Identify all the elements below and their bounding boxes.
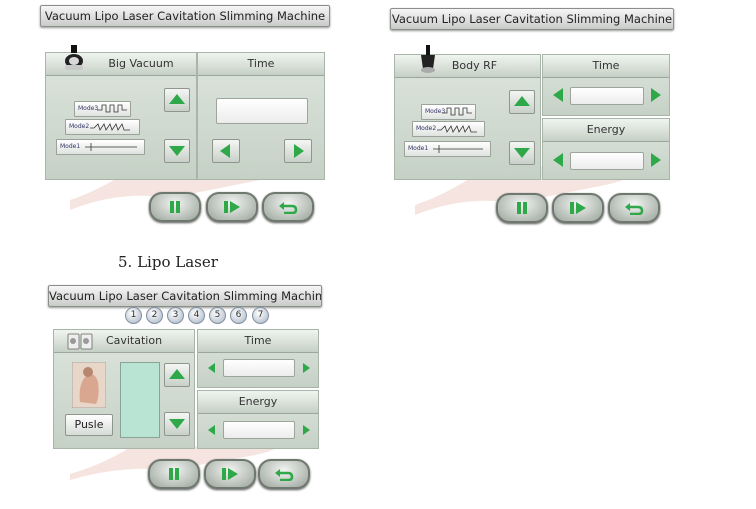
mode-header: Big Vacuum	[46, 45, 196, 76]
up-button[interactable]	[164, 363, 190, 387]
time-display	[216, 98, 308, 124]
time-header: Time	[198, 53, 324, 76]
down-button[interactable]	[164, 139, 190, 163]
energy-decrease-button[interactable]	[208, 425, 215, 435]
mode-button-2[interactable]: Mode2	[65, 119, 140, 135]
mode-button-1[interactable]: Mode1	[404, 141, 491, 157]
mode-panel: Big Vacuum Mode3 Mode2 Mode1	[45, 45, 197, 180]
up-button[interactable]	[509, 90, 535, 114]
page-button-3[interactable]: 3	[167, 307, 184, 324]
down-arrow-icon	[169, 419, 185, 429]
time-panel: Time	[197, 329, 319, 388]
play-icon	[222, 468, 238, 480]
treatment-photo-image	[72, 362, 106, 408]
energy-increase-button[interactable]	[651, 153, 661, 167]
energy-display	[223, 421, 295, 439]
square-wave-icon	[442, 107, 472, 116]
sawtooth-wave-icon	[437, 125, 477, 133]
time-increase-button[interactable]	[303, 363, 310, 373]
machine-title: Vacuum Lipo Laser Cavitation Slimming Ma…	[48, 285, 322, 307]
section-caption: 5. Lipo Laser	[118, 253, 218, 271]
rf-handpiece-icon	[421, 45, 435, 73]
time-header: Time	[543, 55, 669, 78]
mode-panel: Cavitation Pusle	[53, 329, 195, 449]
return-button[interactable]	[262, 192, 314, 222]
page-button-6[interactable]: 6	[230, 307, 247, 324]
page-button-7[interactable]: 7	[252, 307, 269, 324]
cavitation-handpiece-icon	[67, 333, 93, 350]
energy-panel: Energy	[542, 118, 670, 180]
energy-header: Energy	[198, 391, 318, 414]
page-button-1[interactable]: 1	[125, 307, 142, 324]
return-button[interactable]	[258, 459, 310, 489]
time-panel: Time	[542, 54, 670, 116]
return-icon	[279, 202, 298, 214]
mode-button-1[interactable]: Mode1	[56, 139, 145, 155]
machine-title: Vacuum Lipo Laser Cavitation Slimming Ma…	[40, 5, 330, 27]
up-button[interactable]	[164, 88, 190, 112]
square-wave-icon	[97, 104, 127, 113]
up-arrow-icon	[169, 369, 185, 379]
time-display	[570, 87, 644, 105]
energy-display	[570, 152, 644, 170]
return-button[interactable]	[608, 193, 660, 223]
pause-button[interactable]	[149, 192, 201, 222]
pause-button[interactable]	[496, 193, 548, 223]
left-arrow-icon	[220, 144, 230, 158]
sawtooth-wave-icon	[90, 123, 130, 131]
time-decrease-button[interactable]	[553, 88, 563, 102]
up-arrow-icon	[514, 96, 530, 106]
down-button[interactable]	[164, 412, 190, 436]
mode-name: Cavitation	[105, 334, 163, 347]
return-icon	[625, 203, 644, 215]
mode-button-2[interactable]: Mode2	[412, 121, 485, 137]
time-decrease-button[interactable]	[208, 363, 215, 373]
time-panel: Time	[197, 52, 325, 180]
machine-title: Vacuum Lipo Laser Cavitation Slimming Ma…	[390, 8, 674, 30]
down-button[interactable]	[509, 141, 535, 165]
mode-button-3[interactable]: Mode3	[421, 104, 476, 120]
pause-button[interactable]	[148, 459, 200, 489]
mode-panel: Body RF Mode3 Mode2 Mode1	[394, 45, 541, 180]
page-button-4[interactable]: 4	[188, 307, 205, 324]
play-icon	[570, 202, 586, 214]
pause-icon	[169, 468, 179, 480]
flat-wave-icon	[433, 145, 483, 153]
pusle-button[interactable]: Pusle	[65, 414, 113, 436]
pause-icon	[517, 202, 527, 214]
energy-level-bar	[120, 362, 160, 438]
energy-decrease-button[interactable]	[553, 153, 563, 167]
vacuum-handpiece-icon	[65, 45, 83, 70]
energy-header: Energy	[543, 119, 669, 142]
return-icon	[275, 469, 294, 481]
mode-name: Body RF	[451, 59, 498, 72]
mode-button-3[interactable]: Mode3	[74, 101, 131, 117]
time-increase-button[interactable]	[284, 139, 312, 163]
page-button-5[interactable]: 5	[209, 307, 226, 324]
right-arrow-icon	[294, 144, 304, 158]
down-arrow-icon	[514, 148, 530, 158]
play-button[interactable]	[206, 192, 258, 222]
flat-wave-icon	[85, 143, 137, 151]
mode-name: Big Vacuum	[108, 57, 174, 70]
mode-header: Body RF	[395, 45, 540, 78]
pause-icon	[170, 201, 180, 213]
page-button-2[interactable]: 2	[146, 307, 163, 324]
time-increase-button[interactable]	[651, 88, 661, 102]
mode-header: Cavitation	[54, 330, 194, 353]
up-arrow-icon	[169, 94, 185, 104]
energy-panel: Energy	[197, 390, 319, 449]
time-decrease-button[interactable]	[212, 139, 240, 163]
down-arrow-icon	[169, 146, 185, 156]
time-header: Time	[198, 330, 318, 353]
play-button[interactable]	[552, 193, 604, 223]
time-display	[223, 359, 295, 377]
energy-increase-button[interactable]	[303, 425, 310, 435]
play-icon	[224, 201, 240, 213]
play-button[interactable]	[204, 459, 256, 489]
